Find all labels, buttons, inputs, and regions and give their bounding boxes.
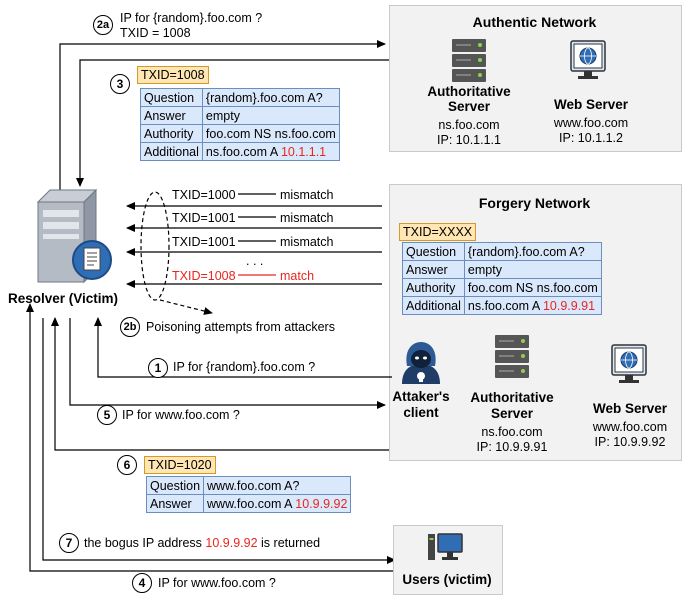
poison-txid-2: TXID=1001 — [172, 211, 236, 225]
arrow-2a — [59, 40, 386, 195]
attacker-icon — [402, 342, 440, 384]
forged-record-txid: TXID=XXXX — [399, 223, 477, 241]
arrow-4 — [26, 303, 395, 572]
table-row: Question{random}.foo.com A? — [402, 242, 602, 261]
poison-ellipsis: . . . — [246, 254, 264, 268]
web-server-host: www.foo.com — [553, 116, 629, 130]
step-4-text: IP for www.foo.com ? — [158, 576, 276, 590]
step-1-badge: 1 — [148, 358, 168, 378]
auth-server-ip: IP: 10.1.1.1 — [437, 133, 501, 147]
users-label: Users (victim) — [402, 572, 492, 587]
step-2a-line1: IP for {random}.foo.com ? — [120, 11, 263, 25]
resolver-server-icon — [36, 188, 112, 284]
forged-web-server-name: Web Server — [592, 401, 668, 416]
forged-web-server-icon — [611, 344, 647, 383]
poison-txid-1: TXID=1000 — [172, 188, 236, 202]
auth-server-host: ns.foo.com — [438, 118, 500, 132]
step-7-text: the bogus IP address 10.9.9.92 is return… — [84, 536, 321, 550]
step-6-badge: 6 — [117, 455, 137, 475]
step-4-badge: 4 — [132, 573, 152, 593]
step-1-text: IP for {random}.foo.com ? — [173, 360, 316, 374]
attacker-label-1: Attaker's — [392, 389, 450, 404]
web-server-icon — [570, 40, 606, 79]
forged-authoritative-server-icon — [495, 335, 529, 378]
arrow-5 — [69, 318, 386, 409]
poison-result-2: mismatch — [280, 211, 334, 225]
step-2a-badge: 2a — [93, 15, 113, 35]
attacker-label-2: client — [403, 405, 439, 420]
step-5-badge: 5 — [97, 405, 117, 425]
authoritative-server-icon — [452, 39, 486, 82]
arrow-3 — [76, 59, 389, 187]
arrow-1 — [94, 317, 392, 378]
resolver-label: Resolver (Victim) — [8, 291, 119, 306]
step-5-text: IP for www.foo.com ? — [122, 408, 240, 422]
forged-auth-server-ip: IP: 10.9.9.91 — [476, 440, 548, 454]
step-2a-line2: TXID = 1008 — [120, 26, 191, 40]
web-server-name: Web Server — [553, 97, 629, 112]
web-server-ip: IP: 10.1.1.2 — [559, 131, 623, 145]
forged-auth-server-host: ns.foo.com — [481, 425, 543, 439]
forged-web-server-ip: IP: 10.9.9.92 — [594, 435, 666, 449]
step-3-badge: 3 — [110, 74, 130, 94]
step-2b-text: Poisoning attempts from attackers — [146, 320, 335, 334]
step-2b-badge: 2b — [120, 317, 140, 337]
arrow-7 — [42, 318, 396, 564]
table-row: Question{random}.foo.com A? — [140, 88, 340, 107]
poison-txid-4: TXID=1008 — [172, 269, 236, 283]
authentic-network-box — [389, 5, 682, 152]
forgery-network-title: Forgery Network — [478, 195, 591, 211]
auth-server-name-1: Authoritative — [427, 84, 511, 99]
poison-ellipse — [140, 191, 170, 301]
forged-web-server-host: www.foo.com — [592, 420, 668, 434]
authentic-network-title: Authentic Network — [472, 14, 597, 30]
poison-result-3: mismatch — [280, 235, 334, 249]
forged-auth-server-name-1: Authoritative — [470, 390, 554, 405]
poison-result-4: match — [280, 269, 315, 283]
arrow-6 — [51, 317, 389, 451]
arrow-2b — [159, 299, 213, 315]
step-7-badge: 7 — [59, 533, 79, 553]
record6-txid: TXID=1020 — [144, 456, 216, 474]
poison-result-1: mismatch — [280, 188, 334, 202]
auth-server-name-2: Server — [447, 99, 491, 114]
poison-txid-3: TXID=1001 — [172, 235, 236, 249]
record3-txid: TXID=1008 — [137, 66, 209, 84]
users-computer-icon — [428, 533, 463, 560]
forged-auth-server-name-2: Server — [490, 406, 534, 421]
